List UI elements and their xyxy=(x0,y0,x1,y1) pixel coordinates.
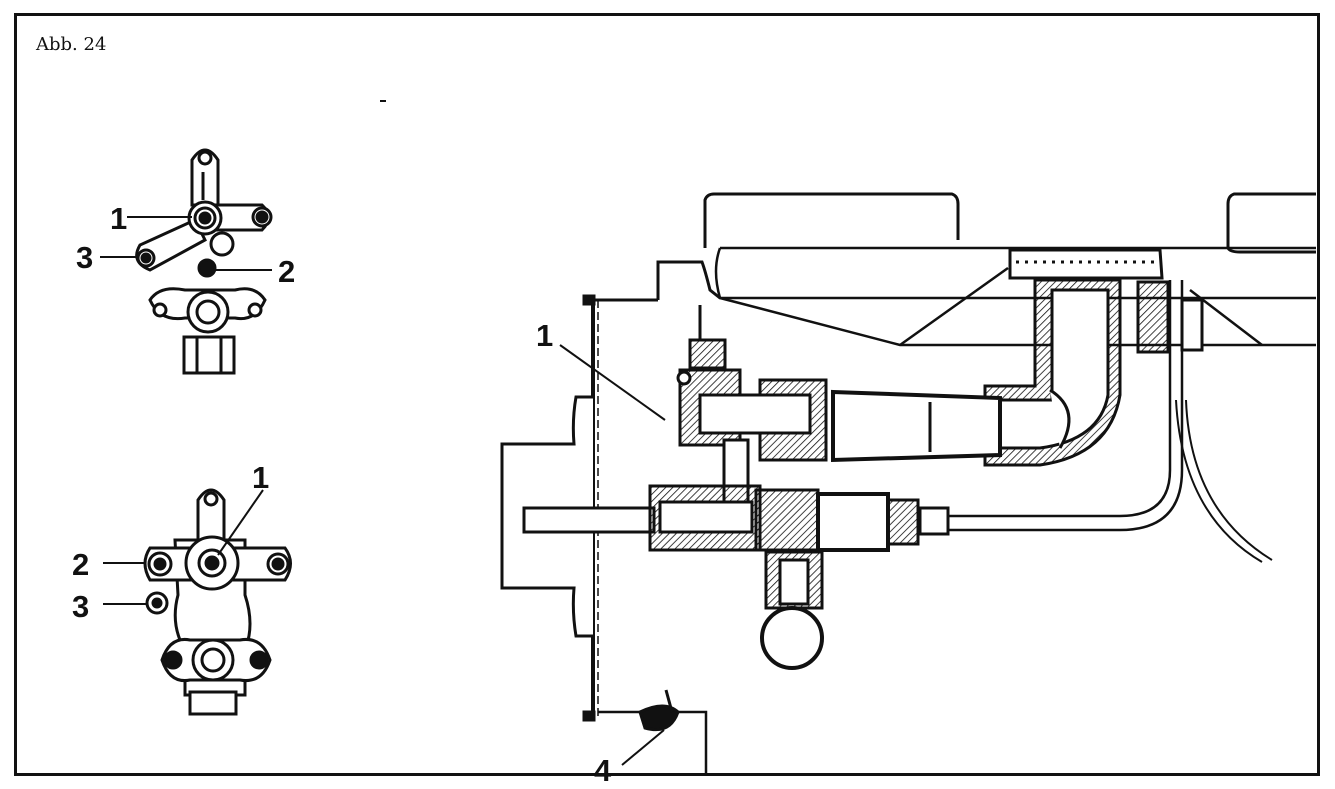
sectional-view xyxy=(380,100,1316,775)
callout-front-2: 2 xyxy=(72,547,89,582)
section-leaders xyxy=(559,344,666,766)
callout-top-2: 2 xyxy=(278,254,295,289)
valve-top-view xyxy=(135,148,273,375)
callout-top-1: 1 xyxy=(110,201,127,236)
front-view-leaders xyxy=(103,489,264,605)
callout-top-3: 3 xyxy=(76,240,93,275)
figure-label: Abb. 24 xyxy=(36,34,107,55)
callout-section-4: 4 xyxy=(594,753,612,788)
callout-section-1: 1 xyxy=(536,318,553,353)
top-view-leaders xyxy=(100,216,272,271)
callout-front-1: 1 xyxy=(252,460,269,495)
valve-front-view xyxy=(143,488,292,716)
callout-front-3: 3 xyxy=(72,589,89,624)
